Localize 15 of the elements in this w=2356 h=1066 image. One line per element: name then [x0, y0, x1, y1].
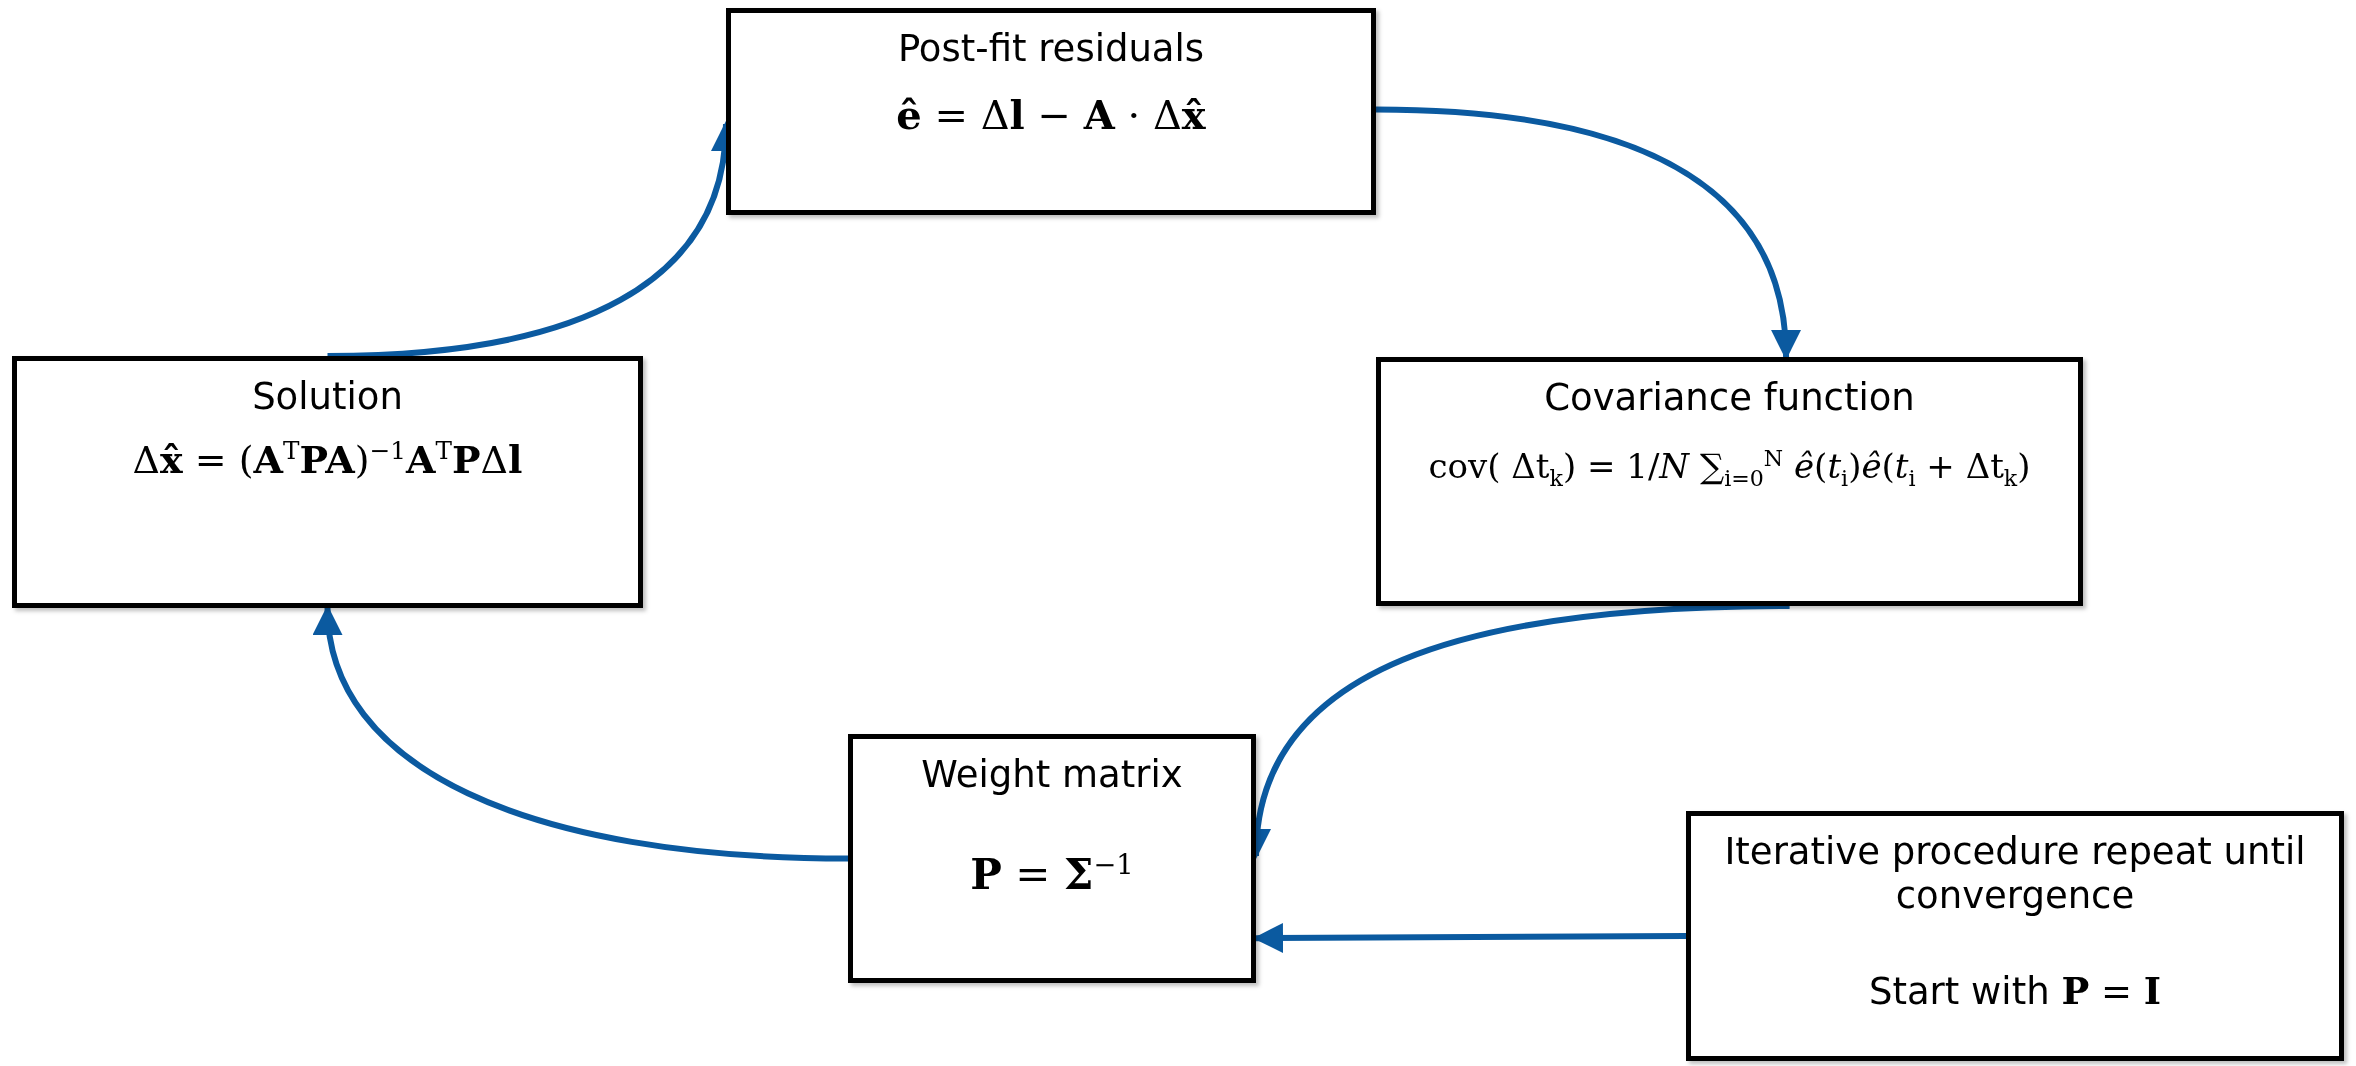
formula: cov( Δt$_{k}$) = 1/N ∑$_{i=0}$$^{N}$ ê(t$_{i}$)ê(t$_{i}$ + Δt$_{k}$)	[1428, 444, 2031, 494]
process-box	[12, 356, 643, 608]
formula: ê = Δl − A · Δx̂	[896, 90, 1206, 141]
box-heading: Covariance function	[1544, 376, 1915, 421]
process-box	[848, 734, 1256, 983]
box-heading: Iterative procedure repeat until convergence	[1723, 830, 2307, 919]
process-box	[726, 8, 1376, 215]
formula: P = Σ$^{−1}$	[970, 848, 1134, 902]
box-text: Start with P = I	[1868, 968, 2162, 1013]
process-box	[1686, 811, 2344, 1061]
formula: Δx̂ = (A$^{T}$PA)$^{−1}$A$^{T}$PΔl	[132, 435, 523, 485]
process-box	[1376, 357, 2083, 606]
box-heading: Weight matrix	[921, 753, 1183, 798]
box-heading: Post-fit residuals	[897, 27, 1205, 72]
box-heading: Solution	[252, 375, 403, 420]
